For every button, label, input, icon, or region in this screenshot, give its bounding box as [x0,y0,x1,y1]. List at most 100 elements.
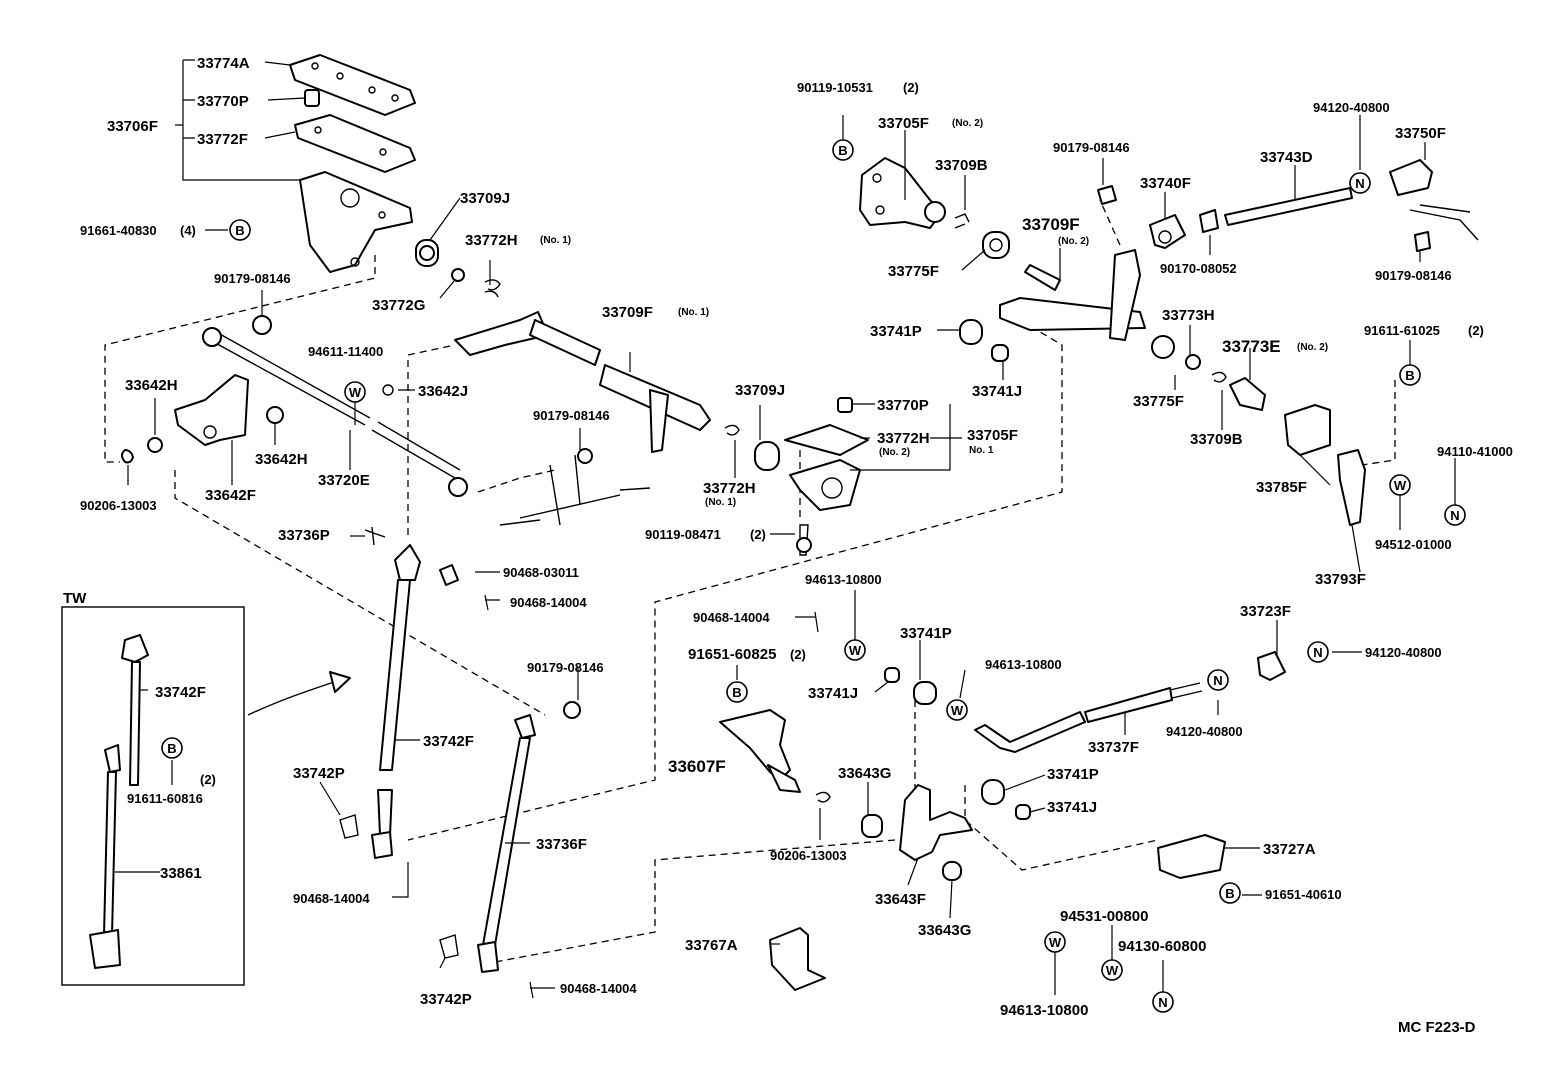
nut-symbol: N [1444,504,1466,526]
label-33770P: 33770P [197,93,249,110]
label-94120-40800-a: 94120-40800 [1313,100,1390,115]
label-33727A: 33727A [1263,841,1316,858]
label-90170-08052: 90170-08052 [1160,261,1237,276]
label-33642H-a: 33642H [125,377,178,394]
bolt-symbol: B [832,139,854,161]
label-33750F: 33750F [1395,125,1446,142]
label-90179-08146: 90179-08146 [214,271,291,286]
label-33720E: 33720E [318,472,370,489]
label-33642F: 33642F [205,487,256,504]
washer-symbol: W [1389,474,1411,496]
label-94531-00800: 94531-00800 [1060,908,1148,925]
nut-symbol: N [1152,991,1174,1013]
svg-text:N: N [1355,176,1364,191]
washer-symbol: W [1101,959,1123,981]
svg-text:W: W [1394,478,1407,493]
label-33742P-b: 33742P [420,991,472,1008]
label-33793F: 33793F [1315,571,1366,588]
label-33642H-b: 33642H [255,451,308,468]
bolt-symbol: B [229,219,251,241]
label-94613-10800-b: 94613-10800 [985,657,1062,672]
svg-text:W: W [951,703,964,718]
label-33643F: 33643F [875,891,926,908]
label-90119-08471: 90119-08471 [645,527,721,542]
label-33740F: 33740F [1140,175,1191,192]
bolt-symbol: B [1219,882,1241,904]
label-91611-60816-qty: (2) [200,772,216,787]
label-33774A: 33774A [197,55,250,72]
label-94120-40800-b: 94120-40800 [1166,724,1243,739]
label-33743D: 33743D [1260,149,1313,166]
label-33709J: 33709J [460,190,510,207]
svg-text:W: W [849,643,862,658]
fastener-symbols: B W B N B W N B W B W N N B W W N [161,139,1466,1013]
label-33705F-no2: 33705F [878,115,929,132]
part-labels: 33774A 33770P 33706F 33772F 91661-40830 … [63,55,1513,1036]
label-33709F-no1: 33709F [602,304,653,321]
washer-symbol: W [946,699,968,721]
label-33741J-b: 33741J [808,685,858,702]
collar-33770P [304,89,320,107]
label-33705F-no1: 33705F [967,427,1018,444]
svg-text:W: W [349,385,362,400]
washer-symbol: W [1044,931,1066,953]
bracket-33706F [299,171,413,273]
label-33772G: 33772G [372,297,425,314]
svg-text:B: B [838,143,847,158]
label-33772H-b: 33772H [703,480,756,497]
label-91611-61025-qty: (2) [1468,323,1484,338]
bolt-symbol: B [161,737,183,759]
label-90468-03011: 90468-03011 [503,565,579,580]
nut-symbol: N [1307,641,1329,663]
label-33736F: 33736F [536,836,587,853]
svg-text:B: B [1225,886,1234,901]
label-33741P: 33741P [870,323,922,340]
label-33772H-b-note: (No. 1) [705,497,736,508]
label-90179-08146-b: 90179-08146 [533,408,610,423]
leader-lines [115,59,1456,999]
bolt-symbol: B [726,681,748,703]
label-33709F-no1-note: (No. 1) [678,307,709,318]
plate-33772F [294,114,416,173]
label-90468-14004-a: 90468-14004 [510,595,587,610]
svg-text:B: B [732,685,741,700]
tw-inset-frame [61,606,245,986]
label-33709B: 33709B [935,157,988,174]
label-94613-10800-a: 94613-10800 [805,572,882,587]
svg-text:B: B [235,223,244,238]
label-33772H-note: (No. 1) [540,235,571,246]
label-94611-11400: 94611-11400 [308,344,383,359]
nut-symbol: N [1349,172,1371,194]
nut-symbol: N [1207,669,1229,691]
label-94120-40800-c: 94120-40800 [1365,645,1442,660]
svg-text:B: B [167,741,176,756]
label-94130-60800: 94130-60800 [1118,938,1206,955]
label-33709J-b: 33709J [735,382,785,399]
label-33772F: 33772F [197,131,248,148]
label-33742P-a: 33742P [293,765,345,782]
label-90119-08471-qty: (2) [750,527,766,542]
svg-text:W: W [1106,963,1119,978]
label-33741P-c: 33741P [1047,766,1099,783]
label-33709B-b: 33709B [1190,431,1243,448]
label-33723F: 33723F [1240,603,1291,620]
part-drawings [61,54,1479,991]
label-90468-14004-c: 90468-14004 [560,981,637,996]
label-33742F-tw: 33742F [155,684,206,701]
label-90119-10531: 90119-10531 [797,80,873,95]
label-33742F: 33742F [423,733,474,750]
label-33772H-c-note: (No. 2) [879,447,910,458]
label-90179-08146-e: 90179-08146 [527,660,604,675]
label-33770P-b: 33770P [877,397,929,414]
label-91611-61025: 91611-61025 [1364,323,1440,338]
label-33705F-no1-note: No. 1 [969,445,994,456]
label-33706F: 33706F [107,118,158,135]
label-33709F-no2: 33709F [1022,215,1080,234]
label-91651-60825: 91651-60825 [688,646,776,663]
label-33643G-b: 33643G [918,922,971,939]
washer-symbol: W [344,381,366,403]
label-33643G-a: 33643G [838,765,891,782]
label-33772H: 33772H [465,232,518,249]
label-91611-60816: 91611-60816 [127,791,203,806]
plate-33774A [289,54,416,116]
